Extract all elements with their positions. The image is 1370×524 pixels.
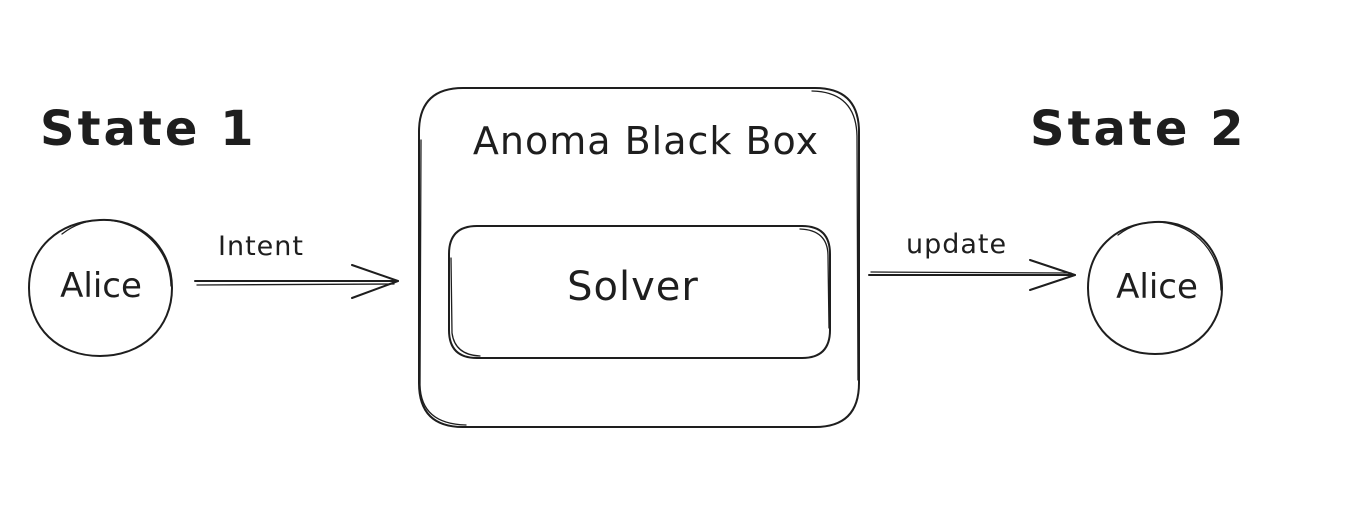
alice-label-left: Alice bbox=[60, 266, 142, 306]
alice-circle-right bbox=[1087, 220, 1223, 355]
alice-circle-left-sketch bbox=[61, 219, 172, 287]
solver-border-sketch bbox=[450, 228, 830, 357]
solver-label: Solver bbox=[567, 264, 699, 310]
black-box-border-sketch bbox=[419, 90, 859, 426]
intent-arrow-shaft-sketch bbox=[196, 283, 395, 286]
update-arrow-shaft-sketch bbox=[870, 271, 1072, 274]
intent-label: Intent bbox=[218, 231, 304, 262]
black-box-border bbox=[418, 87, 860, 428]
intent-arrow-head bbox=[351, 264, 399, 299]
solver-border bbox=[448, 225, 831, 359]
alice-node-left[interactable]: Alice bbox=[28, 218, 173, 357]
alice-node-right[interactable]: Alice bbox=[1087, 220, 1223, 355]
alice-circle-right-sketch bbox=[1117, 221, 1222, 291]
update-arrow-head bbox=[1029, 259, 1076, 291]
alice-label-right: Alice bbox=[1116, 267, 1198, 307]
intent-arrow[interactable]: Intent bbox=[194, 231, 399, 299]
alice-circle-left bbox=[28, 218, 173, 357]
update-label: update bbox=[906, 229, 1007, 260]
update-arrow[interactable]: update bbox=[868, 229, 1076, 291]
state-1-heading: State 1 bbox=[40, 101, 257, 157]
solver-box[interactable]: Solver bbox=[448, 225, 831, 359]
anoma-black-box[interactable]: Anoma Black Box Solver bbox=[418, 87, 860, 428]
state-2-heading: State 2 bbox=[1030, 101, 1247, 157]
black-box-title: Anoma Black Box bbox=[473, 119, 819, 163]
